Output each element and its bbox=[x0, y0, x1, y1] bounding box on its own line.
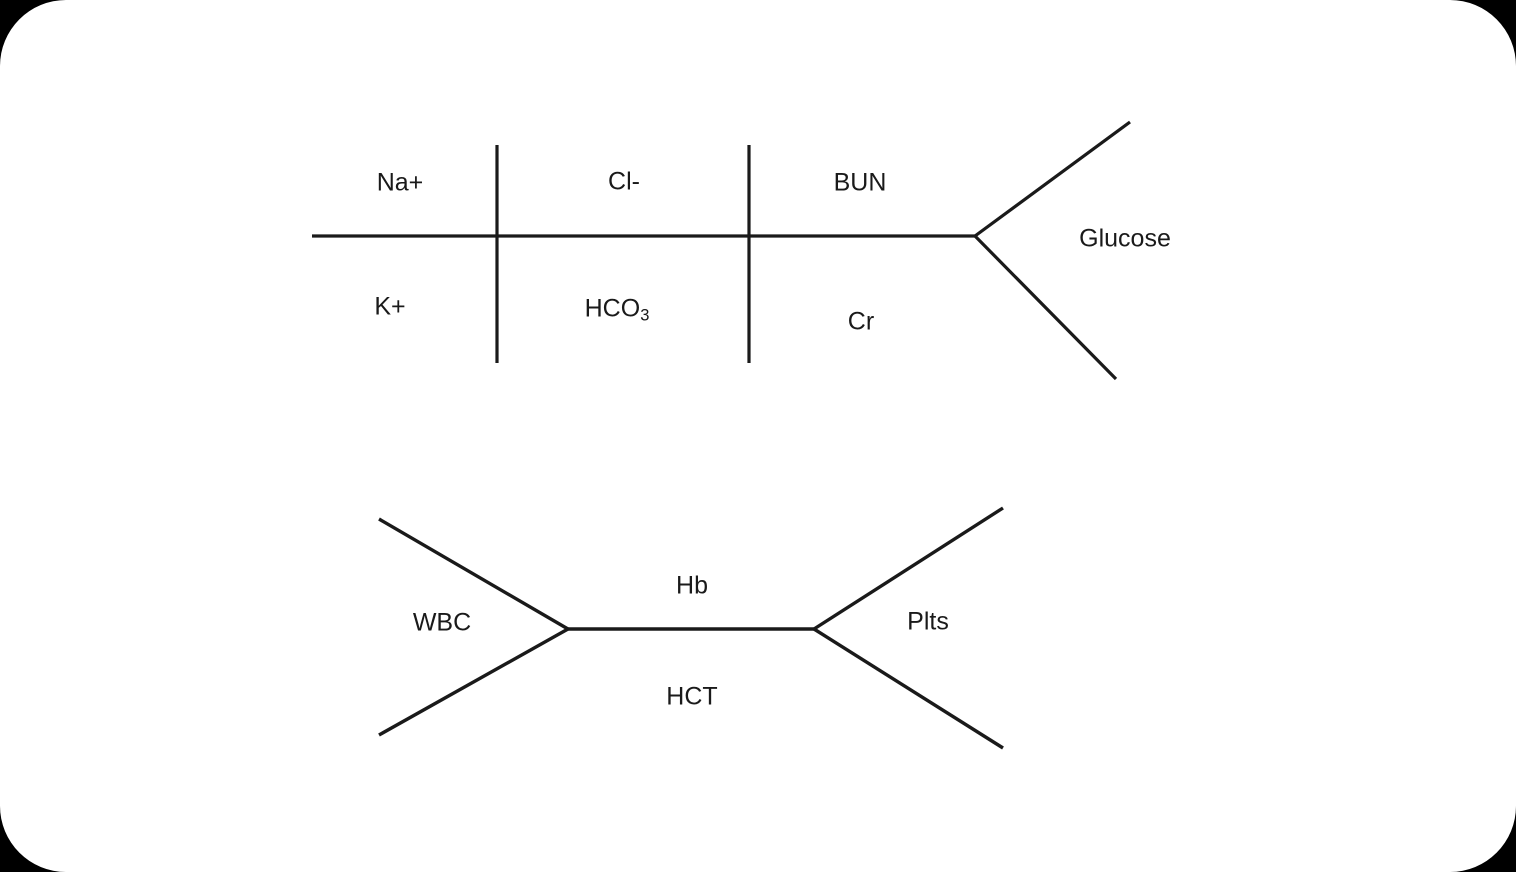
label-wbc: WBC bbox=[412, 608, 472, 637]
cbc-arrow-right-upper bbox=[813, 506, 1004, 631]
cbc-arrow-left-lower bbox=[378, 627, 569, 737]
label-k: K+ bbox=[374, 292, 406, 321]
bmp-fishbone-lines bbox=[312, 120, 1131, 381]
label-cr: Cr bbox=[847, 307, 875, 336]
label-plts: Plts bbox=[907, 607, 949, 636]
label-glucose: Glucose bbox=[1079, 224, 1171, 253]
label-hco3: HCO3 bbox=[584, 294, 650, 325]
label-hct: HCT bbox=[666, 682, 718, 711]
label-cl: Cl- bbox=[608, 167, 640, 196]
label-na: Na+ bbox=[376, 168, 424, 197]
label-bun: BUN bbox=[833, 168, 887, 197]
label-hb: Hb bbox=[676, 571, 708, 600]
cbc-arrow-left-upper bbox=[378, 517, 569, 631]
bmp-arrow-lower bbox=[973, 234, 1118, 381]
cbc-fishbone-lines bbox=[378, 506, 1004, 750]
cbc-arrow-right-lower bbox=[813, 627, 1004, 750]
bmp-arrow-upper bbox=[974, 120, 1131, 238]
